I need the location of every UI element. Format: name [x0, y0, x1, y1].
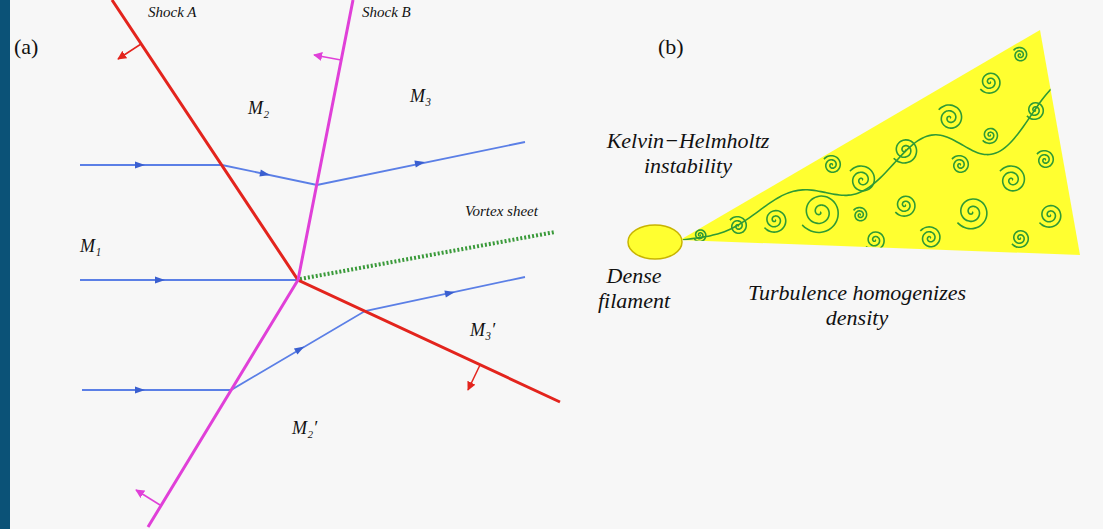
vortex-swirl — [895, 196, 915, 216]
shear-layer — [683, 89, 1051, 240]
shock-a — [112, 0, 560, 402]
shock-label: Shock B — [362, 4, 411, 21]
flow-arrowhead — [135, 162, 145, 169]
panel-label: (a) — [14, 34, 38, 59]
vortex-swirl — [1014, 48, 1027, 61]
vortex-label: Vortex sheet — [465, 203, 538, 220]
annotation: Turbulence homogenizes density — [722, 280, 992, 331]
vortex-swirl — [957, 199, 986, 229]
vortex-swirl — [802, 196, 838, 232]
vortex-swirl — [866, 232, 884, 250]
streamlines — [80, 142, 525, 390]
flow-arrowhead — [414, 159, 425, 168]
vortex-swirl — [980, 73, 1000, 93]
vortex-swirl — [983, 128, 998, 143]
mach-label: M₃ — [410, 86, 431, 107]
vortex-swirl — [920, 227, 940, 247]
annotation: Kelvin−Helmholtz instability — [588, 128, 788, 179]
vortex-sheet — [300, 232, 555, 279]
dense-filament — [628, 225, 682, 259]
vortex-swirl — [824, 156, 840, 173]
vortex-swirl — [952, 156, 968, 173]
vortex-swirl — [1037, 151, 1053, 168]
flow-arrowhead — [155, 277, 165, 284]
mach-label: M₂′ — [292, 418, 317, 439]
vortex-swirl — [764, 211, 785, 233]
vortex-swirl — [850, 166, 875, 191]
vortex-swirl — [1000, 166, 1025, 191]
mach-label: M₂ — [248, 98, 269, 119]
flow-arrowhead — [259, 170, 270, 179]
mach-label: M₁ — [80, 236, 101, 257]
vortex-swirl — [1039, 206, 1060, 228]
annotation: Dense filament — [588, 263, 680, 314]
vortex-swirl — [694, 230, 705, 242]
flow-arrowhead — [444, 289, 455, 298]
vortex-swirl — [854, 208, 867, 221]
vortex-swirl — [1012, 231, 1028, 248]
flow-arrowhead — [135, 387, 145, 394]
flow-arrowhead — [294, 343, 306, 354]
side-bar — [0, 0, 10, 529]
mach-label: M₃′ — [470, 320, 495, 341]
panel-label: (b) — [658, 34, 684, 59]
shock-b — [136, 0, 353, 527]
shock-label: Shock A — [148, 4, 196, 21]
vortex-swirl — [939, 105, 962, 128]
